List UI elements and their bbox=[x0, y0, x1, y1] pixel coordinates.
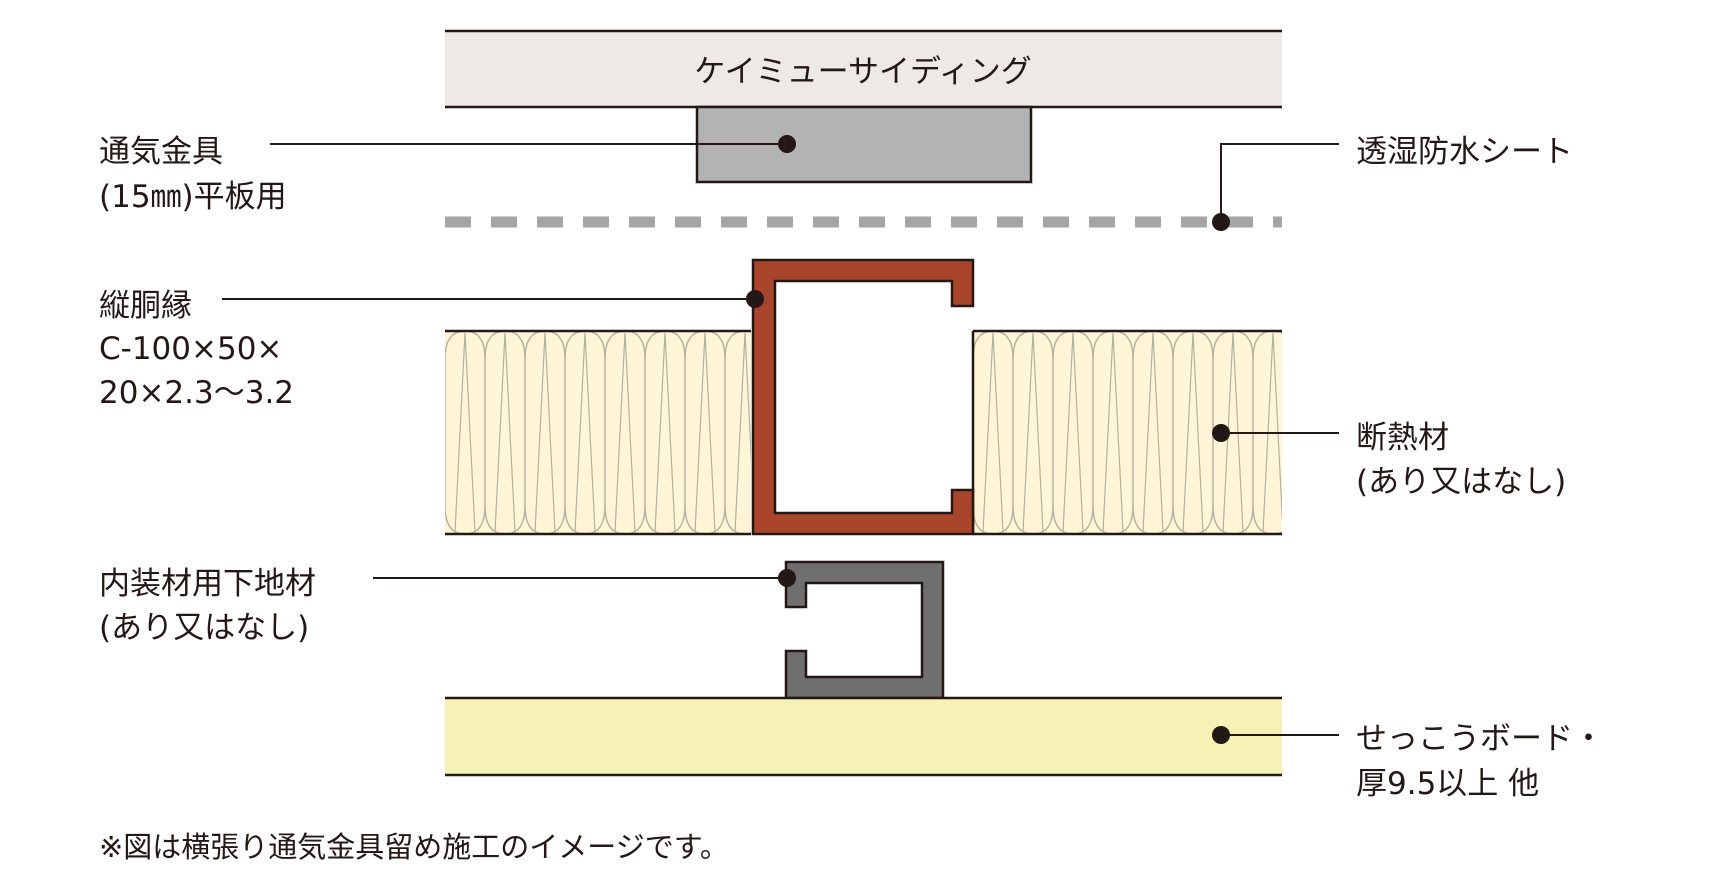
label-furring-line2: (あり又はなし) bbox=[99, 610, 309, 646]
leader-insulation bbox=[1212, 424, 1339, 442]
label-insulation-line1: 断熱材 bbox=[1356, 420, 1449, 456]
furring-channel bbox=[784, 560, 945, 700]
leader-vent-bracket bbox=[270, 135, 796, 153]
label-vent-bracket-line2: (15㎜)平板用 bbox=[99, 179, 287, 215]
label-stud-line3: 20×2.3〜3.2 bbox=[99, 375, 294, 411]
leader-membrane bbox=[1212, 143, 1339, 231]
siding-board bbox=[445, 31, 1282, 107]
leader-stud bbox=[222, 290, 764, 308]
c-channel-stud bbox=[751, 258, 975, 536]
label-stud-line2: C-100×50× bbox=[99, 331, 282, 367]
leader-gypsum bbox=[1212, 726, 1339, 744]
label-insulation-line2: (あり又はなし) bbox=[1356, 464, 1566, 500]
label-gypsum-line1: せっこうボード・ bbox=[1356, 721, 1604, 757]
gypsum-board bbox=[445, 698, 1282, 775]
siding-label: ケイミューサイディング bbox=[694, 54, 1032, 90]
label-vent-bracket-line1: 通気金具 bbox=[99, 134, 223, 170]
label-membrane: 透湿防水シート bbox=[1356, 134, 1573, 170]
label-furring-line1: 内装材用下地材 bbox=[99, 566, 316, 602]
leader-furring bbox=[373, 569, 796, 587]
insulation-left bbox=[445, 329, 751, 536]
label-stud-line1: 縦胴縁 bbox=[99, 288, 192, 324]
footnote: ※図は横張り通気金具留め施工のイメージです。 bbox=[99, 830, 729, 864]
label-gypsum-line2: 厚9.5以上 他 bbox=[1356, 766, 1539, 802]
